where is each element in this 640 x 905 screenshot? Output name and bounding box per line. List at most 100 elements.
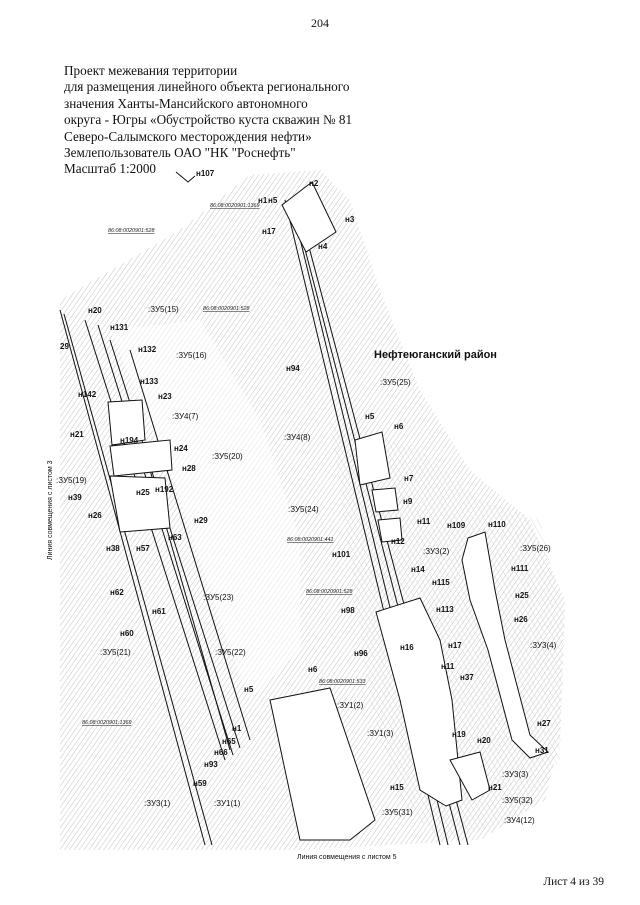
point-label: н31 xyxy=(535,746,549,755)
point-label: н16 xyxy=(400,643,414,652)
point-label: н4 xyxy=(318,242,328,251)
point-label: н93 xyxy=(204,760,218,769)
point-label: н37 xyxy=(460,673,474,682)
point-label: н194 xyxy=(120,436,139,445)
parcel-label: :ЗУ3(3) xyxy=(502,770,529,779)
point-label: н15 xyxy=(390,783,404,792)
parcel-label: :ЗУ4(8) xyxy=(284,433,311,442)
point-label: н110 xyxy=(488,520,506,529)
point-label: н21 xyxy=(488,783,502,792)
point-label: н21 xyxy=(70,430,84,439)
point-label: н62 xyxy=(110,588,124,597)
page-number: 204 xyxy=(311,16,329,30)
edge-bottom-label: Линия совмещения с листом 5 xyxy=(297,854,397,861)
cadastral-number: 86:08:0020901:441 xyxy=(287,537,333,543)
parcel-blocks xyxy=(107,181,549,841)
point-labels: н107 н1 н2 н3 н17 н4 н20 н131 н132 н133 … xyxy=(60,169,551,792)
point-label: н63 xyxy=(168,533,182,542)
parcel-label: :ЗУ3(1) xyxy=(144,799,171,808)
point-label: н96 xyxy=(354,649,368,658)
parcel-label: :ЗУ5(19) xyxy=(56,476,87,485)
sheet-footer: Лист 4 из 39 xyxy=(543,876,604,888)
point-label: н131 xyxy=(110,323,129,332)
parcel-label: :ЗУ5(31) xyxy=(382,808,413,817)
parcel-label: :ЗУ5(32) xyxy=(502,796,533,805)
point-label: н29 xyxy=(194,516,208,525)
point-label: н142 xyxy=(78,390,97,399)
point-label: н115 xyxy=(432,578,450,587)
point-label: н1 xyxy=(258,196,268,205)
cadastral-number: 86:08:0020901:1369 xyxy=(210,203,259,209)
title-line: Северо-Салымского месторождения нефти» xyxy=(64,128,312,144)
parcel-label: :ЗУ4(7) xyxy=(172,412,199,421)
point-label: н65 xyxy=(222,737,236,746)
point-label: н60 xyxy=(120,629,134,638)
point-label: н17 xyxy=(262,227,276,236)
point-label: н11 xyxy=(441,662,455,671)
point-label: н12 xyxy=(391,537,405,546)
point-label: н109 xyxy=(447,521,466,530)
parcel-label: :ЗУ5(23) xyxy=(203,593,234,602)
point-label: н6 xyxy=(308,665,318,674)
point-label: н25 xyxy=(136,488,150,497)
point-label: н61 xyxy=(152,607,166,616)
scale-label: Масштаб 1:2000 xyxy=(64,161,157,177)
point-label: н66 xyxy=(214,748,228,757)
point-label: н132 xyxy=(138,345,157,354)
point-label: 29 xyxy=(60,342,69,351)
point-label: н1 xyxy=(232,724,242,733)
point-label: н9 xyxy=(403,497,413,506)
point-label: н39 xyxy=(68,493,82,502)
point-label: н5 xyxy=(365,412,375,421)
point-label: н7 xyxy=(404,474,414,483)
parcel-label: :ЗУ5(24) xyxy=(288,505,319,514)
parcel-label: :ЗУ5(25) xyxy=(380,378,411,387)
parcel-label: :ЗУ5(15) xyxy=(148,305,179,314)
parcel-label: :ЗУ1(3) xyxy=(367,729,394,738)
point-label: н25 xyxy=(515,591,529,600)
parcel-label: :ЗУ4(12) xyxy=(504,816,535,825)
cadastral-number: 86:08:0020901:1369 xyxy=(82,720,131,726)
point-label: н14 xyxy=(411,565,425,574)
parcel-label: :ЗУ3(4) xyxy=(530,641,557,650)
point-label: н192 xyxy=(155,485,174,494)
cadastral-number: 86:08:0020901:533 xyxy=(319,679,365,685)
point-label: н24 xyxy=(174,444,188,453)
parcel-label: :ЗУ5(26) xyxy=(520,544,551,553)
parcel-label: :ЗУ5(21) xyxy=(100,648,131,657)
point-label: н20 xyxy=(88,306,102,315)
point-label: н27 xyxy=(537,719,551,728)
cadastral-number: 86:08:0020901:528 xyxy=(306,589,352,595)
point-label: н11 xyxy=(417,517,431,526)
point-label: н98 xyxy=(341,606,355,615)
district-label: Нефтеюганский район xyxy=(374,349,497,361)
point-label: н107 xyxy=(196,169,215,178)
point-label: н133 xyxy=(140,377,159,386)
point-label: н5 xyxy=(268,196,278,205)
point-label: н6 xyxy=(394,422,404,431)
parcel-labels: :ЗУ5(15) :ЗУ5(16) :ЗУ4(7) :ЗУ5(20) :ЗУ5(… xyxy=(56,305,557,825)
cadastral-number: 86:08:0020901:528 xyxy=(203,306,249,312)
title-line: значения Ханты-Мансийского автономного xyxy=(64,95,308,111)
point-label: н5 xyxy=(244,685,254,694)
edge-left-label: Линия совмещения с листом 3 xyxy=(47,460,54,560)
title-line: для размещения линейного объекта региона… xyxy=(64,79,350,95)
title-line: Землепользователь ОАО "НК "Роснефть" xyxy=(64,145,296,161)
title-line: округа - Югры «Обустройство куста скважи… xyxy=(64,112,353,128)
point-label: н57 xyxy=(136,544,150,553)
title-block: Проект межевания территории для размещен… xyxy=(64,63,384,178)
parcel-label: :ЗУ1(2) xyxy=(337,701,364,710)
parcel-label: :ЗУ5(22) xyxy=(215,648,246,657)
parcel-label: :ЗУ1(1) xyxy=(214,799,241,808)
parcel-label: :ЗУ3(2) xyxy=(423,547,450,556)
point-label: н59 xyxy=(193,779,207,788)
point-label: н111 xyxy=(511,564,529,573)
point-label: н26 xyxy=(514,615,528,624)
point-label: н101 xyxy=(332,550,351,559)
point-label: н20 xyxy=(477,736,491,745)
parcel-label: :ЗУ5(20) xyxy=(212,452,243,461)
point-label: н38 xyxy=(106,544,120,553)
point-label: н23 xyxy=(158,392,172,401)
point-label: н2 xyxy=(309,179,319,188)
